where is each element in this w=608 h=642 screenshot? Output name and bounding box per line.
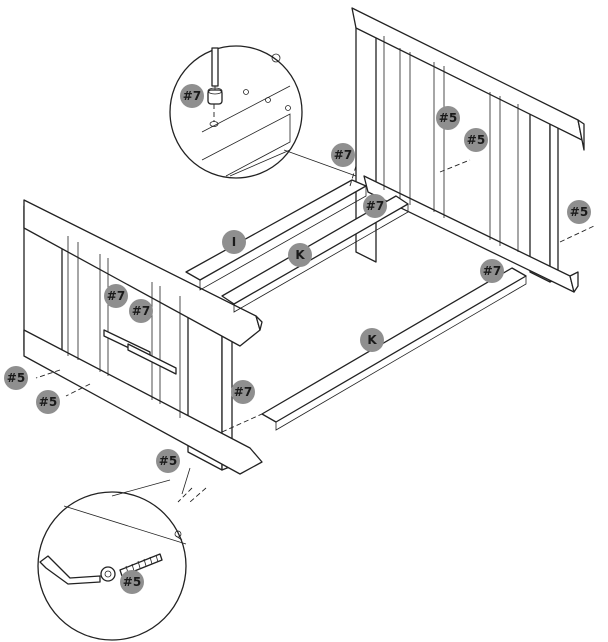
callout-p7-detail: #7	[180, 84, 204, 108]
svg-text:#7: #7	[366, 199, 384, 213]
svg-text:I: I	[232, 235, 236, 249]
svg-text:#5: #5	[7, 371, 25, 385]
footboard-left	[23, 199, 263, 475]
callout-p5-footboard-b: #5	[36, 390, 60, 414]
svg-text:#5: #5	[467, 133, 485, 147]
side-rail-k-back	[221, 195, 409, 313]
svg-text:K: K	[367, 333, 377, 347]
callout-p7-footboard-b: #7	[129, 299, 153, 323]
callout-part-i: I	[222, 230, 246, 254]
callout-p5-headboard-a: #5	[436, 106, 460, 130]
svg-text:#7: #7	[483, 264, 501, 278]
callout-p7-rail-front: #7	[480, 259, 504, 283]
callout-p7-rail-back: #7	[363, 194, 387, 218]
detail-circle-bottom	[37, 467, 191, 641]
side-rail-k-front	[261, 267, 527, 431]
svg-text:#5: #5	[439, 111, 457, 125]
svg-text:#5: #5	[570, 205, 588, 219]
callout-p5-headboard-b: #5	[464, 128, 488, 152]
allen-key-icon	[39, 555, 101, 585]
alignment-lines	[35, 143, 595, 503]
callout-p5-footboard-a: #5	[4, 366, 28, 390]
svg-text:#5: #5	[123, 575, 141, 589]
svg-text:#7: #7	[334, 148, 352, 162]
dowel-icon	[207, 87, 223, 105]
callout-p5-footboard-bottom: #5	[156, 449, 180, 473]
callout-p7-rail-k-end: #7	[231, 380, 255, 404]
svg-text:#7: #7	[234, 385, 252, 399]
callout-p7-footboard-a: #7	[104, 284, 128, 308]
side-rail-i	[185, 179, 367, 291]
callout-part-k-front: K	[360, 328, 384, 352]
svg-text:#7: #7	[132, 304, 150, 318]
callout-p5-headboard-side: #5	[567, 200, 591, 224]
detail-circle-top	[169, 45, 357, 179]
callout-part-k-back: K	[288, 243, 312, 267]
svg-text:#5: #5	[39, 395, 57, 409]
svg-text:#7: #7	[107, 289, 125, 303]
callout-text: #7	[183, 89, 201, 103]
callout-p7-right-corner: #7	[331, 143, 355, 167]
svg-text:#5: #5	[159, 454, 177, 468]
callout-p5-detail: #5	[120, 570, 144, 594]
svg-text:K: K	[295, 248, 305, 262]
headboard-right	[351, 7, 585, 293]
